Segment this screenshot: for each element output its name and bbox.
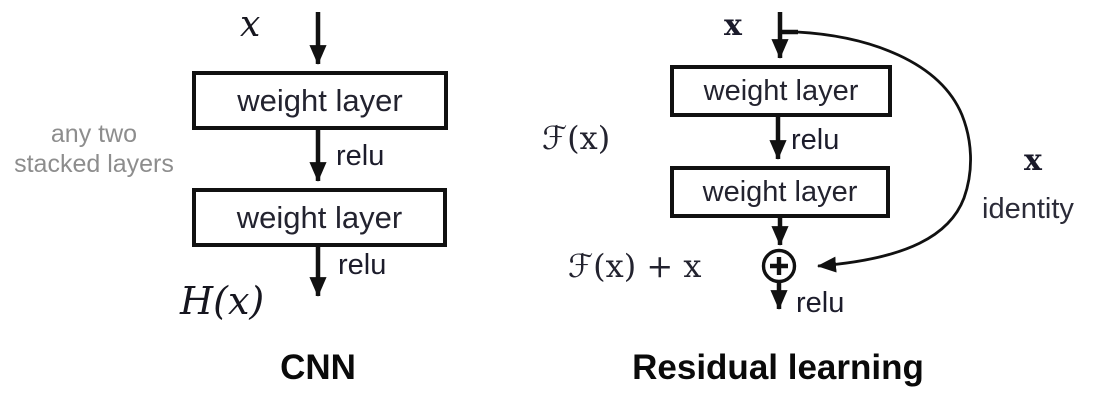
left-input-label: x [240, 4, 261, 45]
left-output-label: H(x) [180, 279, 265, 323]
right-weight-layer-1: weight layer [670, 65, 892, 117]
right-sum-label: ℱ(x) + x [568, 247, 702, 285]
left-weight-layer-1: weight layer [192, 71, 448, 130]
left-side-note: any two stacked layers [0, 119, 188, 179]
right-weight-layer-2: weight layer [670, 166, 890, 218]
left-side-note-line1: any two [50, 120, 138, 148]
right-function-label: ℱ(x) [542, 119, 611, 157]
right-caption: Residual learning [632, 348, 924, 387]
left-relu-label-2: relu [338, 249, 387, 281]
identity-x-label: x [1024, 143, 1042, 178]
sum-junction-icon [761, 248, 797, 284]
left-caption: CNN [280, 348, 356, 387]
left-side-note-line2: stacked layers [14, 150, 174, 178]
left-weight-layer-2: weight layer [192, 188, 447, 247]
left-relu-label-1: relu [336, 140, 385, 172]
right-input-label: x [724, 8, 742, 43]
identity-label: identity [982, 193, 1074, 225]
right-relu-label-1: relu [791, 124, 840, 156]
right-relu-label-2: relu [796, 287, 845, 319]
